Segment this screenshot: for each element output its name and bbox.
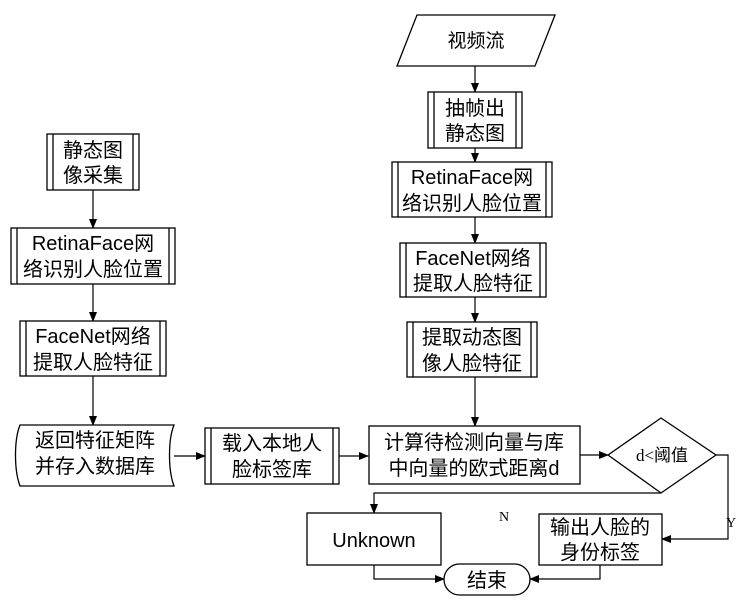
- compute-distance-label-2: 中向量的欧式距离d: [388, 457, 559, 480]
- load-labels-label-1: 载入本地人: [222, 432, 322, 455]
- dynamic-feature-node: 提取动态图 像人脸特征: [406, 321, 538, 378]
- facenet-left-label-2: 提取人脸特征: [33, 351, 153, 374]
- extract-frame-label-2: 静态图: [445, 122, 505, 145]
- retinaface-right-label-1: RetinaFace网: [411, 167, 533, 189]
- static-capture-node: 静态图 像采集: [46, 133, 140, 191]
- compute-distance-node: 计算待检测向量与库 中向量的欧式距离d: [368, 425, 581, 485]
- edge-label-no: N: [499, 510, 509, 525]
- edge-label-yes: Y: [726, 516, 736, 531]
- compute-distance-label-1: 计算待检测向量与库: [384, 431, 564, 454]
- retinaface-left-node: RetinaFace网 络识别人脸位置: [10, 227, 176, 285]
- static-capture-label-2: 像采集: [63, 164, 123, 187]
- edge-decision-yes: [661, 454, 729, 543]
- dynamic-feature-label-1: 提取动态图: [422, 326, 522, 349]
- threshold-decision-node: d<阈值: [606, 417, 718, 494]
- edge-output-to-end: [529, 565, 601, 583]
- edge-decision-no: [370, 492, 661, 514]
- video-stream-label: 视频流: [447, 30, 504, 52]
- video-stream-node: 视频流: [396, 14, 556, 67]
- load-labels-node: 载入本地人 脸标签库: [204, 427, 340, 485]
- facenet-left-node: FaceNet网络 提取人脸特征: [19, 320, 167, 377]
- retinaface-right-label-2: 络识别人脸位置: [402, 192, 542, 215]
- end-label: 结束: [467, 569, 507, 592]
- facenet-right-label-2: 提取人脸特征: [413, 272, 533, 295]
- retinaface-right-node: RetinaFace网 络识别人脸位置: [391, 161, 553, 218]
- output-label-label-2: 身份标签: [560, 541, 640, 564]
- load-labels-label-2: 脸标签库: [232, 458, 312, 481]
- extract-frame-label-1: 抽帧出: [445, 97, 505, 120]
- output-label-label-1: 输出人脸的: [550, 516, 650, 539]
- facenet-right-label-1: FaceNet网络: [415, 247, 531, 270]
- edge-unknown-to-end: [373, 565, 445, 583]
- facenet-left-label-1: FaceNet网络: [35, 325, 151, 348]
- unknown-node: Unknown: [306, 512, 442, 566]
- unknown-label: Unknown: [332, 530, 415, 552]
- output-label-node: 输出人脸的 身份标签: [538, 513, 663, 566]
- retinaface-left-label-1: RetinaFace网: [32, 233, 154, 255]
- facenet-right-node: FaceNet网络 提取人脸特征: [399, 242, 547, 298]
- end-node: 结束: [443, 563, 531, 596]
- store-db-label-2: 并存入数据库: [35, 455, 155, 478]
- store-db-label-1: 返回特征矩阵: [35, 429, 155, 452]
- store-db-node: 返回特征矩阵 并存入数据库: [14, 424, 175, 487]
- extract-frame-node: 抽帧出 静态图: [427, 91, 523, 149]
- retinaface-left-label-2: 络识别人脸位置: [23, 258, 163, 281]
- static-capture-label-1: 静态图: [63, 139, 123, 162]
- edges: [89, 66, 729, 583]
- dynamic-feature-label-2: 像人脸特征: [422, 352, 522, 375]
- threshold-decision-label: d<阈值: [636, 446, 688, 465]
